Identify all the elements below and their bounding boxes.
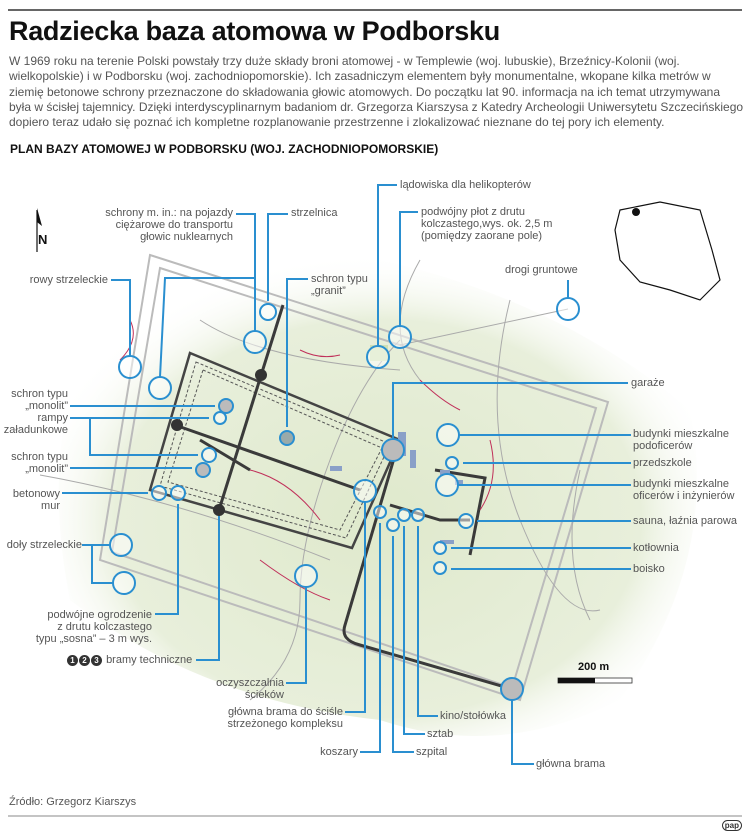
label-ladowiska: lądowiska dla helikopterów (400, 179, 531, 191)
gate-2-badge: 2 (79, 655, 90, 666)
gate-3-badge: 3 (91, 655, 102, 666)
label-glowna-brama: główna brama (536, 758, 606, 770)
label-line: głowic nuklearnych (140, 231, 233, 243)
north-label: N (38, 232, 48, 247)
label-kino: kino/stołówka (440, 710, 507, 722)
label-przedszkole: przedszkole (633, 457, 692, 469)
label-line: (pomiędzy zaorane pole) (421, 230, 543, 242)
label-line: oficerów i inżynierów (633, 490, 735, 502)
label-line: rampy (37, 412, 68, 424)
label-line: z drutu kolczastego (57, 621, 152, 633)
label-line: ciężarowe do transportu (115, 219, 233, 231)
gate-1-badge: 1 (67, 655, 78, 666)
label-line: podwójne ogrodzenie (47, 609, 152, 621)
label-line: schron typu (11, 388, 68, 400)
label-line: mur (41, 500, 60, 512)
label-monolit-2: schron typu„monolit” (11, 451, 68, 475)
label-kotlownia: kotłownia (633, 542, 679, 554)
label-line: ścieków (244, 689, 284, 701)
label-monolit-1: schron typu„monolit” (11, 388, 68, 412)
label-line: schron typu (311, 273, 368, 285)
label-drogi: drogi gruntowe (505, 264, 578, 276)
label-line: budynki mieszkalne (633, 478, 729, 490)
label-strzelnica: strzelnica (291, 207, 338, 219)
label-line: schrony m. in.: na pojazdy (105, 207, 233, 219)
page-title: Radziecka baza atomowa w Podborsku (9, 16, 500, 46)
scale-bar (557, 677, 633, 684)
scale-label: 200 m (578, 661, 610, 673)
label-line: schron typu (11, 451, 68, 463)
label-line: strzeżonego kompleksu (227, 718, 343, 730)
location-marker (632, 208, 640, 216)
callout-circles (109, 297, 580, 701)
label-line: główna brama do ściśle (228, 706, 343, 718)
label-line: „monolit” (25, 400, 68, 412)
roads (174, 304, 513, 691)
label-line: bramy techniczne (106, 654, 193, 666)
gate-markers (171, 369, 267, 516)
pap-logo: pap (721, 820, 742, 831)
source-text: Źródło: Grzegorz Kiarszys (9, 796, 137, 808)
label-line: załadunkowe (3, 424, 68, 436)
dirt-roads (39, 259, 601, 701)
label-sauna: sauna, łaźnia parowa (633, 515, 737, 527)
label-line: „granit” (311, 285, 346, 297)
top-rule (8, 9, 742, 11)
label-line: kolczastego,wys. ok. 2,5 m (421, 218, 553, 230)
base-perimeter (148, 351, 402, 550)
leader-lines (62, 184, 631, 765)
label-garaze: garaże (631, 377, 665, 389)
intro-text: W 1969 roku na terenie Polski powstały t… (9, 54, 744, 130)
label-sztab: sztab (427, 728, 454, 740)
label-rowy: rowy strzeleckie (29, 274, 108, 286)
label-granit: schron typu„granit” (311, 273, 368, 297)
label-line: betonowy (12, 488, 60, 500)
label-szpital: szpital (416, 746, 448, 758)
label-boisko: boisko (633, 563, 665, 575)
label-line: „monolit” (25, 463, 68, 475)
map-subtitle: PLAN BAZY ATOMOWEJ W PODBORSKU (WOJ. ZAC… (10, 142, 439, 156)
label-koszary: koszary (320, 746, 358, 758)
label-line: typu „sosna” – 3 m wys. (35, 633, 152, 645)
label-line: oczyszczalnia (216, 677, 284, 689)
label-line: budynki mieszkalne (633, 428, 729, 440)
north-arrow-icon (36, 208, 42, 252)
label-line: podwójny płot z drutu (421, 206, 525, 218)
label-line: podoficerów (633, 440, 693, 452)
label-doly: doły strzeleckie (6, 539, 82, 551)
poland-map-icon (614, 201, 721, 301)
